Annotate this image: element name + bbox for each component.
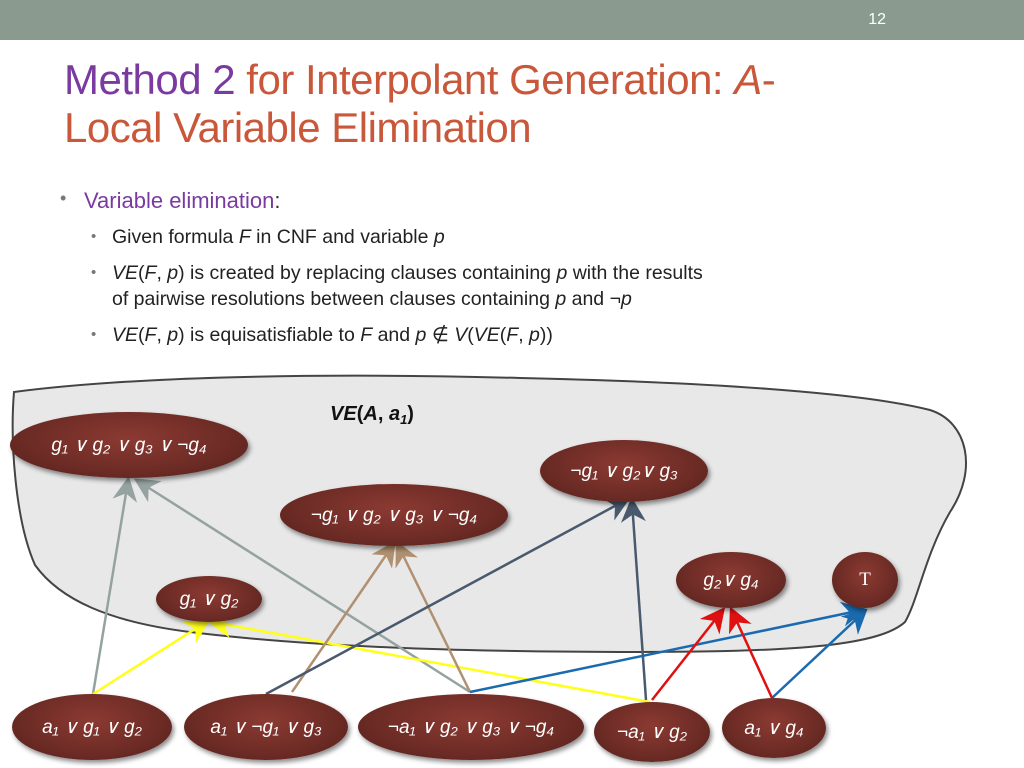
- bullet-variable-elimination: • Variable elimination:: [60, 188, 960, 214]
- text: V: [454, 324, 468, 346]
- text: F: [144, 324, 157, 346]
- bullet-given-formula: • Given formula F in CNF and variable p: [60, 224, 960, 250]
- clause-node: g₁ ∨ g₂ ∨ g₃ ∨ ¬g₄: [10, 412, 248, 478]
- text: and: [566, 288, 610, 310]
- text: p: [167, 324, 179, 346]
- arrow-yellow-b4-n4: [207, 613, 651, 704]
- clause-node: g₂∨ g₄: [676, 552, 786, 608]
- arrow-slate-b2-n2: [265, 497, 631, 696]
- title-part-dash: -: [761, 56, 776, 103]
- arrow-slate-b4-n2: [620, 497, 648, 701]
- clause-node: a₁ ∨ g₁ ∨ g₂: [12, 694, 172, 760]
- ve-label: VE(A, a1): [330, 403, 414, 427]
- text: ,: [156, 262, 168, 284]
- text: ¬p: [609, 288, 632, 310]
- bullet-colon: :: [274, 188, 281, 213]
- arrow-tan-b2-n3: [290, 540, 396, 693]
- arrow-blue-b5-n6: [771, 608, 868, 699]
- text: VE: [473, 324, 500, 346]
- bullet-dot-icon: •: [91, 228, 97, 245]
- text: Given formula: [112, 226, 239, 248]
- clause-node: g₁ ∨ g₂: [156, 576, 262, 622]
- text: ): [178, 262, 185, 284]
- clause-node: ¬g₁ ∨ g₂ ∨ g₃ ∨ ¬g₄: [280, 484, 508, 546]
- text: p: [415, 324, 427, 346]
- bullet-heading: Variable elimination: [84, 188, 275, 213]
- arrow-gray-b3-n1: [133, 478, 471, 694]
- text: p: [529, 324, 540, 346]
- text: is created by replacing clauses containi…: [184, 262, 557, 284]
- arrow-blue-b3-n6: [469, 601, 867, 694]
- arrow-tan-b3-n3: [395, 540, 472, 693]
- title-part-method: Method 2: [64, 56, 236, 103]
- bullet-dot-icon: •: [91, 264, 97, 281]
- clause-node: ¬a₁ ∨ g₂: [594, 702, 710, 762]
- text: F: [506, 324, 519, 346]
- clause-node: a₁ ∨ ¬g₁ ∨ g₃: [184, 694, 348, 760]
- text: and: [372, 324, 416, 346]
- text: VE: [112, 262, 139, 284]
- arrow-red-b5-n5: [728, 606, 774, 699]
- bullet-dot-icon: •: [60, 188, 67, 208]
- clause-node: ¬a₁ ∨ g₂ ∨ g₃ ∨ ¬g₄: [358, 694, 584, 760]
- text: is equisatisfiable to: [184, 324, 361, 346]
- text: F: [360, 324, 373, 346]
- bullet-list: • Variable elimination: • Given formula …: [60, 188, 960, 348]
- title-part-a: A: [734, 56, 762, 103]
- clause-node: ¬g₁ ∨ g₂∨ g₃: [540, 440, 708, 502]
- not-in-symbol: ∉: [426, 324, 455, 346]
- clause-node: a₁ ∨ g₄: [722, 698, 826, 758]
- top-bar: 12: [0, 0, 1024, 40]
- text: p: [556, 262, 568, 284]
- arrow-red-b4-n5: [651, 607, 726, 701]
- slide-number: 12: [868, 11, 886, 28]
- text: in CNF and variable: [250, 226, 434, 248]
- arrow-gray-b1-n1: [91, 476, 138, 695]
- bullet-ve-created: • VE(F, p) is created by replacing claus…: [60, 260, 960, 312]
- text: F: [238, 226, 251, 248]
- text: VE: [112, 324, 139, 346]
- true-node: T: [832, 552, 898, 608]
- bullet-dot-icon: •: [91, 326, 97, 343]
- text: (: [138, 262, 145, 284]
- text: with the results: [567, 262, 703, 284]
- bullet-equisatisfiable: • VE(F, p) is equisatisfiable to F and p…: [91, 324, 553, 346]
- title-line-2: Local Variable Elimination: [64, 104, 532, 151]
- text: p: [433, 226, 445, 248]
- slide-title: Method 2 for Interpolant Generation: A- …: [64, 56, 964, 152]
- text: of pairwise resolutions between clauses …: [112, 288, 556, 310]
- arrow-yellow-b1-n4: [92, 619, 211, 696]
- text: p: [167, 262, 179, 284]
- title-part-for: for Interpolant Generation:: [235, 56, 735, 103]
- text: p: [555, 288, 567, 310]
- text: F: [144, 262, 157, 284]
